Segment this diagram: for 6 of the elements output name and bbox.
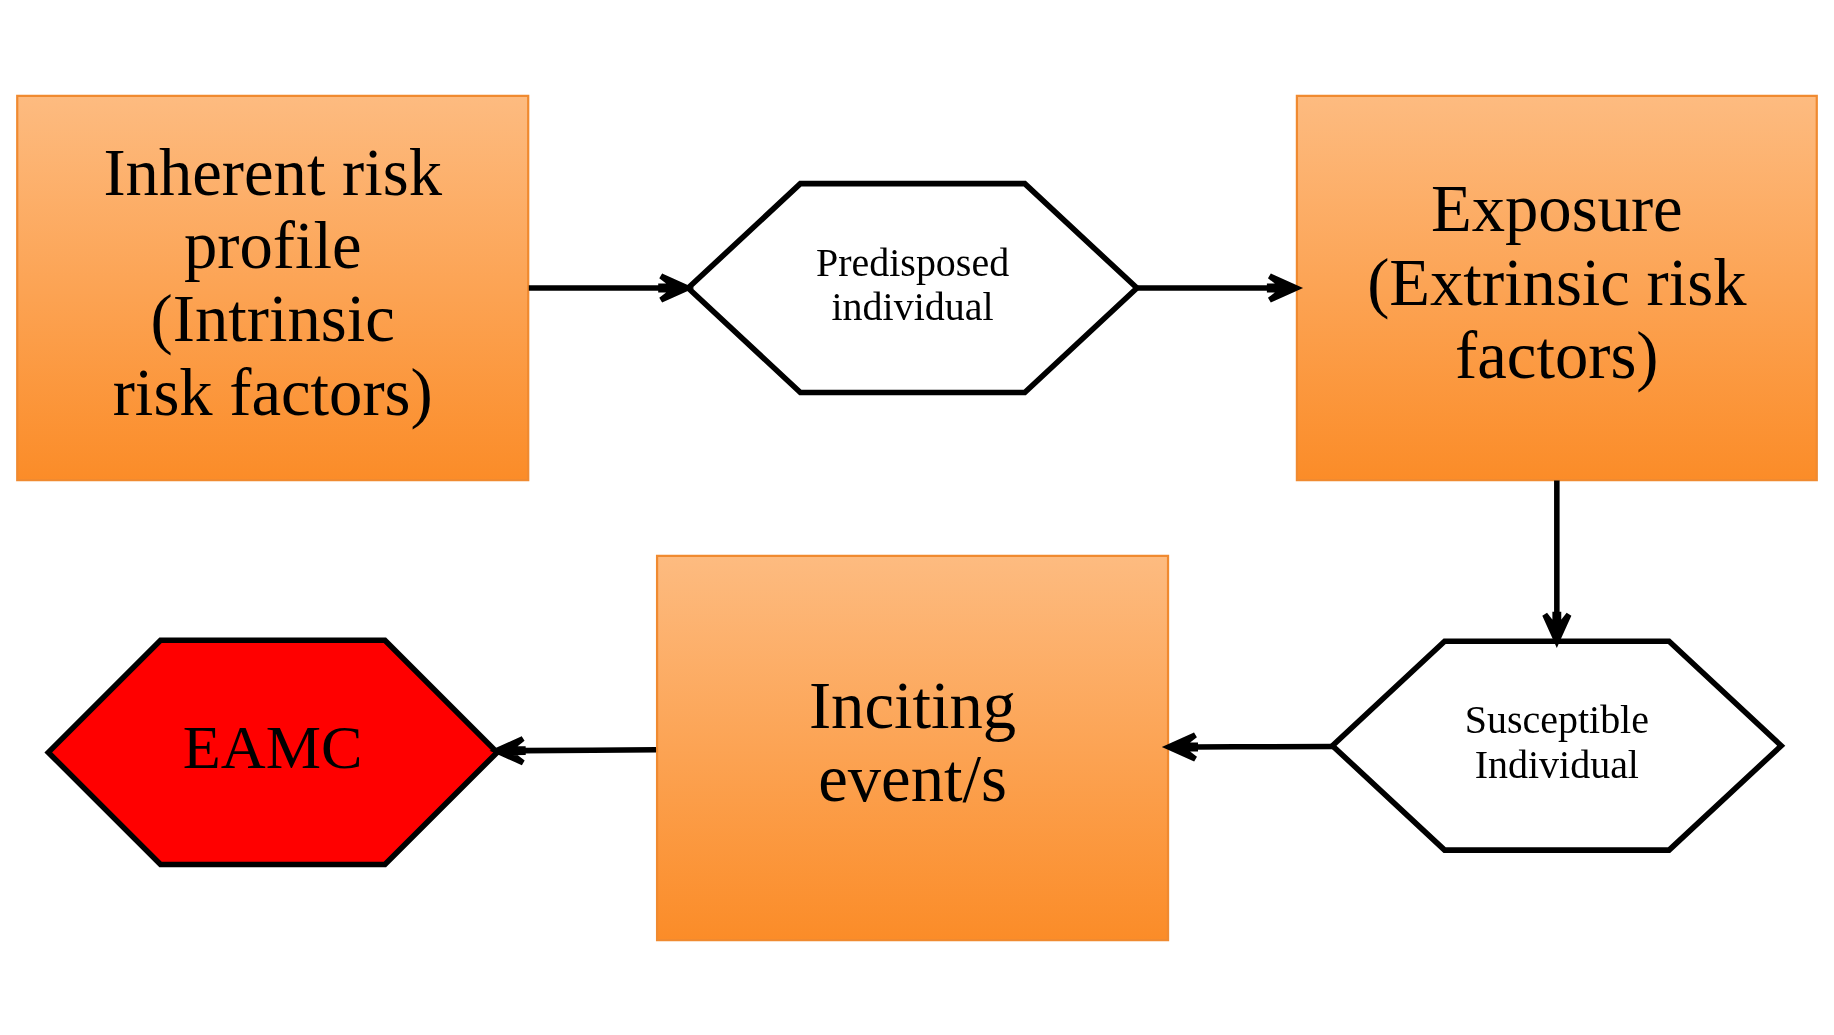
node-box: Exposure (Extrinsic risk factors) [1295,94,1818,481]
arrow [528,272,691,303]
node-box: Inciting event/s [655,554,1170,941]
arrow [1137,272,1300,303]
node-box: Inherent risk profile (Intrinsic risk factors) [16,94,530,481]
arrow [1165,731,1334,762]
